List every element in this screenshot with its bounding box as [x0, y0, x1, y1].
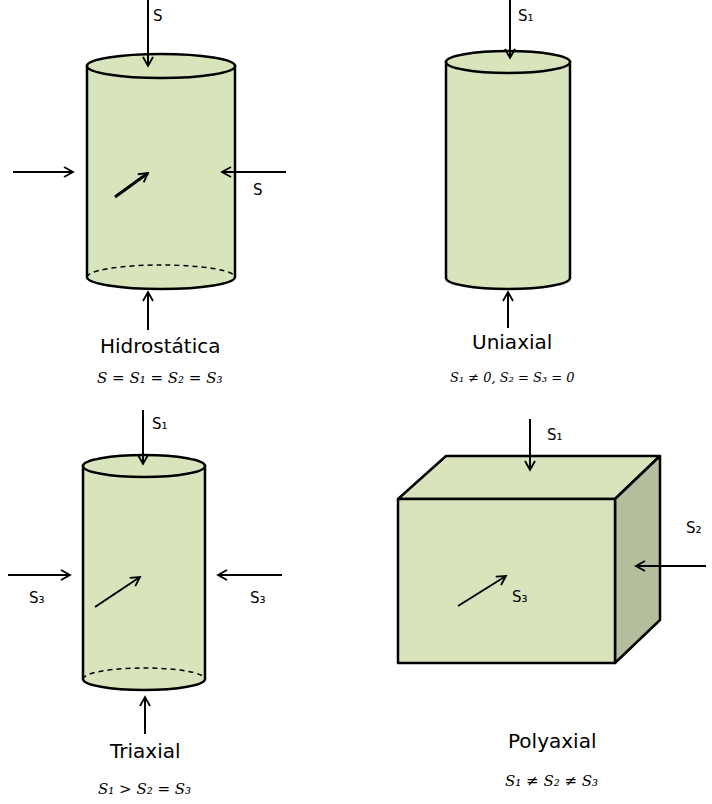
state-title: Uniaxial — [472, 331, 552, 353]
stress-label: S₁ — [547, 427, 563, 444]
state-title: Hidrostática — [100, 335, 220, 357]
stress-equation: S₁ > S₂ = S₃ — [98, 781, 191, 798]
stress-label: S₂ — [686, 520, 702, 537]
stress-label: S₃ — [29, 590, 45, 607]
stress-equation: S₁ ≠ S₂ ≠ S₃ — [505, 773, 598, 790]
uniaxial-cylinder — [446, 51, 570, 289]
triaxial-cylinder — [83, 455, 205, 690]
stress-label: S₁ — [152, 416, 168, 433]
state-title: Triaxial — [110, 740, 181, 762]
block-face: S₃ — [398, 499, 615, 663]
stress-equation: S₁ ≠ 0, S₂ = S₃ = 0 — [450, 371, 575, 385]
stress-arrows — [8, 0, 706, 734]
polyaxial-block — [398, 456, 660, 663]
stress-label: S₃ — [250, 590, 266, 607]
stress-label: S — [253, 182, 263, 199]
stress-equation: S = S₁ = S₂ = S₃ — [97, 370, 222, 387]
hydrostatic-cylinder — [87, 54, 235, 289]
stress-label: S — [153, 8, 163, 25]
stress-label: S₃ — [512, 589, 528, 606]
state-title: Polyaxial — [508, 730, 596, 752]
stress-label: S₁ — [518, 8, 534, 25]
